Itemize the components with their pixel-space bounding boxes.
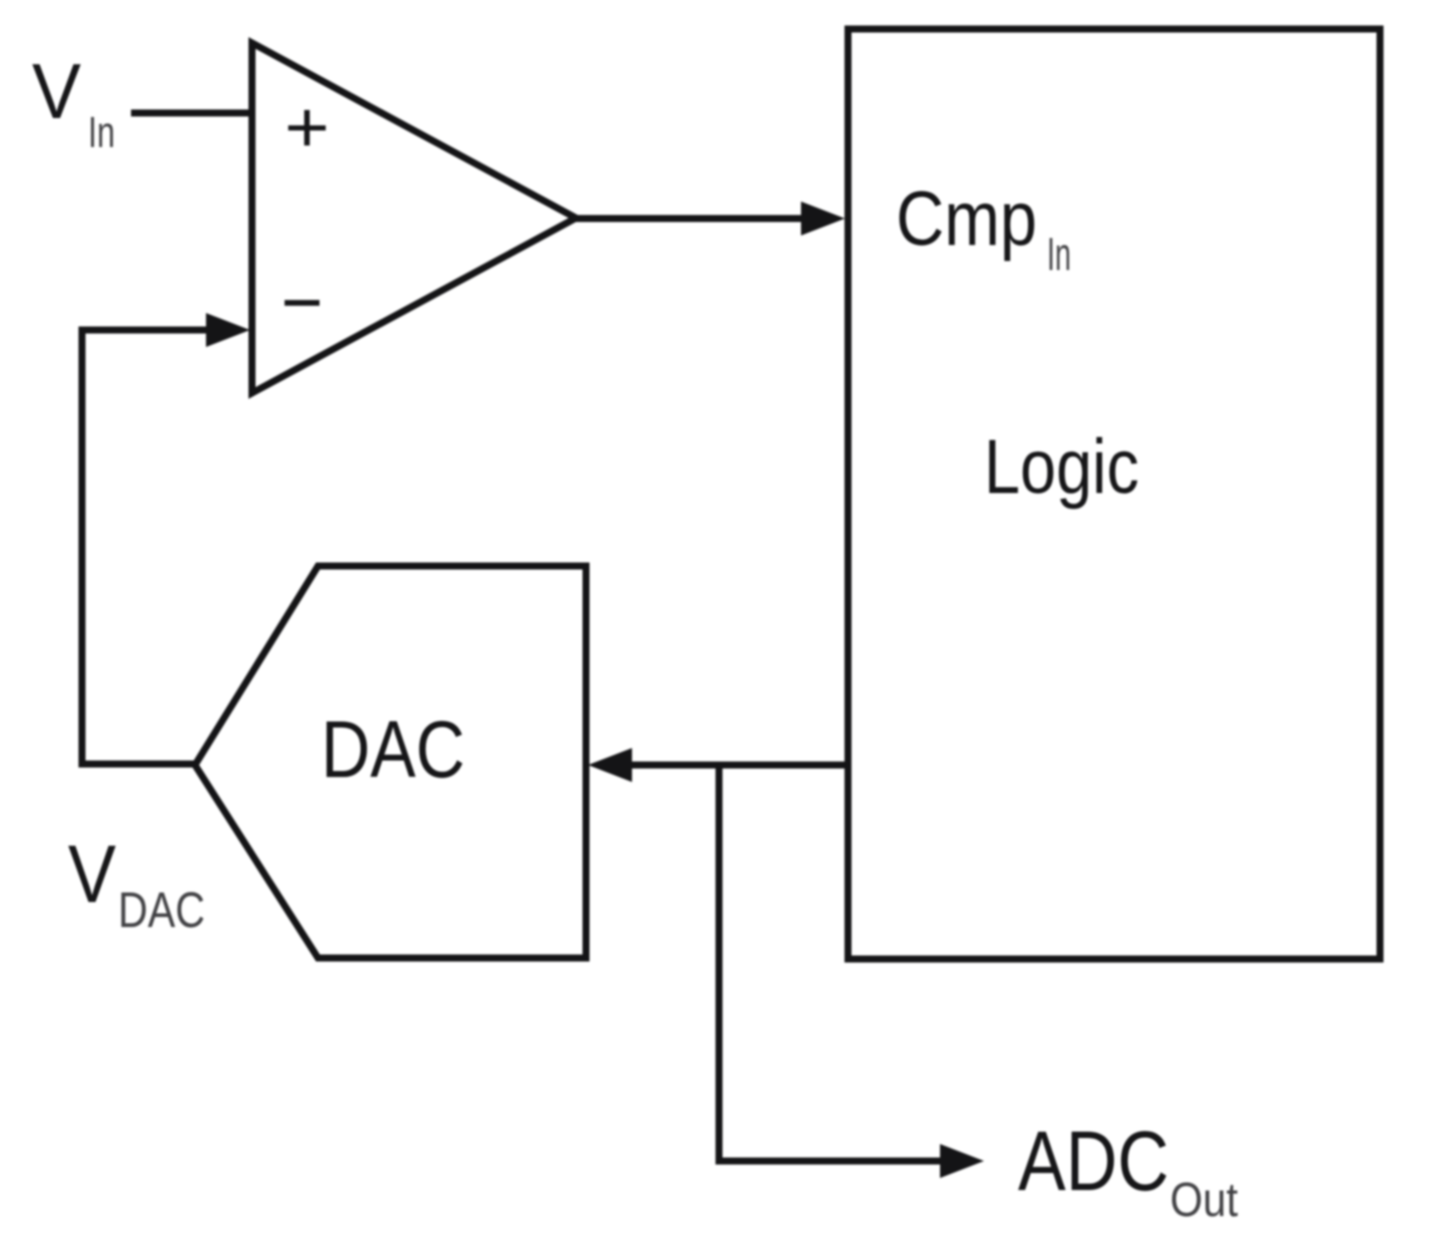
- label-adc-out: ADC: [1018, 1114, 1169, 1208]
- label-adc-out-subscript: Out: [1170, 1174, 1238, 1227]
- label-vin-subscript: In: [88, 108, 115, 157]
- label-vdac: V: [68, 829, 116, 920]
- dac-block: [190, 562, 590, 962]
- minus-input-sign: −: [281, 258, 323, 347]
- label-dac: DAC: [321, 705, 465, 795]
- comparator-triangle: [248, 37, 584, 399]
- arrowhead-into-logic: [801, 201, 845, 236]
- label-logic: Logic: [984, 424, 1139, 510]
- arrowhead-into-dac: [588, 748, 632, 782]
- arrowhead-adc-out: [940, 1144, 984, 1178]
- logic-box: [844, 25, 1384, 963]
- plus-input-sign: +: [285, 88, 330, 168]
- label-vin: V: [32, 47, 81, 135]
- wire-vdac-feedback: [78, 326, 209, 768]
- arrowhead-into-minus-input: [206, 313, 250, 347]
- label-cmp: Cmp: [896, 176, 1037, 262]
- label-cmp-subscript: In: [1047, 228, 1071, 280]
- wire-branch-to-adc-out: [715, 765, 943, 1165]
- label-vdac-subscript: DAC: [118, 882, 205, 938]
